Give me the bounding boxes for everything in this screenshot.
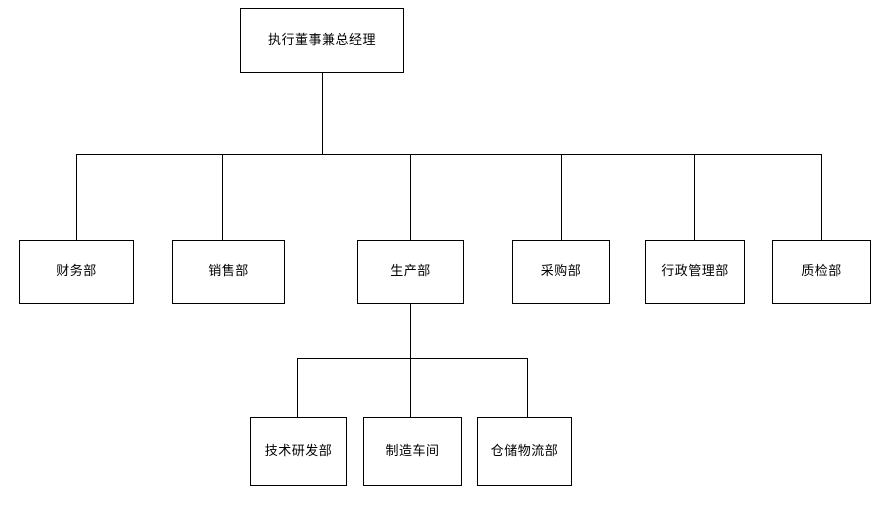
node-label: 制造车间 bbox=[385, 443, 440, 459]
node-warehousing-logistics-department[interactable]: 仓储物流部 bbox=[477, 417, 572, 486]
node-administration-department[interactable]: 行政管理部 bbox=[645, 240, 745, 304]
node-production-department[interactable]: 生产部 bbox=[357, 240, 464, 304]
connector-drop-procurement bbox=[561, 154, 562, 240]
connector-drop-finance bbox=[76, 154, 77, 240]
connector-drop-quality bbox=[821, 154, 822, 240]
connector-drop-sales bbox=[222, 154, 223, 240]
node-label: 销售部 bbox=[208, 264, 249, 280]
connector-production-stem bbox=[410, 304, 411, 358]
connector-root-stem bbox=[322, 73, 323, 155]
connector-level2-bus bbox=[297, 358, 527, 359]
connector-drop-logistics bbox=[527, 358, 528, 417]
node-sales-department[interactable]: 销售部 bbox=[172, 240, 285, 304]
node-label: 执行董事兼总经理 bbox=[267, 32, 376, 48]
node-label: 生产部 bbox=[390, 264, 431, 280]
node-label: 行政管理部 bbox=[661, 264, 729, 280]
node-label: 技术研发部 bbox=[264, 443, 333, 459]
node-executive-director[interactable]: 执行董事兼总经理 bbox=[240, 8, 404, 73]
node-label: 财务部 bbox=[56, 264, 97, 280]
node-label: 采购部 bbox=[540, 264, 582, 280]
connector-level1-bus bbox=[76, 154, 822, 155]
node-rnd-department[interactable]: 技术研发部 bbox=[250, 417, 347, 486]
node-quality-inspection-department[interactable]: 质检部 bbox=[772, 240, 871, 304]
node-finance-department[interactable]: 财务部 bbox=[19, 240, 134, 304]
connector-drop-rnd bbox=[297, 358, 298, 417]
connector-drop-workshop bbox=[410, 358, 411, 417]
node-procurement-department[interactable]: 采购部 bbox=[512, 240, 610, 304]
connector-drop-production bbox=[410, 154, 411, 240]
node-label: 仓储物流部 bbox=[490, 443, 559, 459]
connector-drop-administration bbox=[694, 154, 695, 240]
node-label: 质检部 bbox=[801, 264, 842, 280]
node-manufacturing-workshop[interactable]: 制造车间 bbox=[363, 417, 462, 486]
